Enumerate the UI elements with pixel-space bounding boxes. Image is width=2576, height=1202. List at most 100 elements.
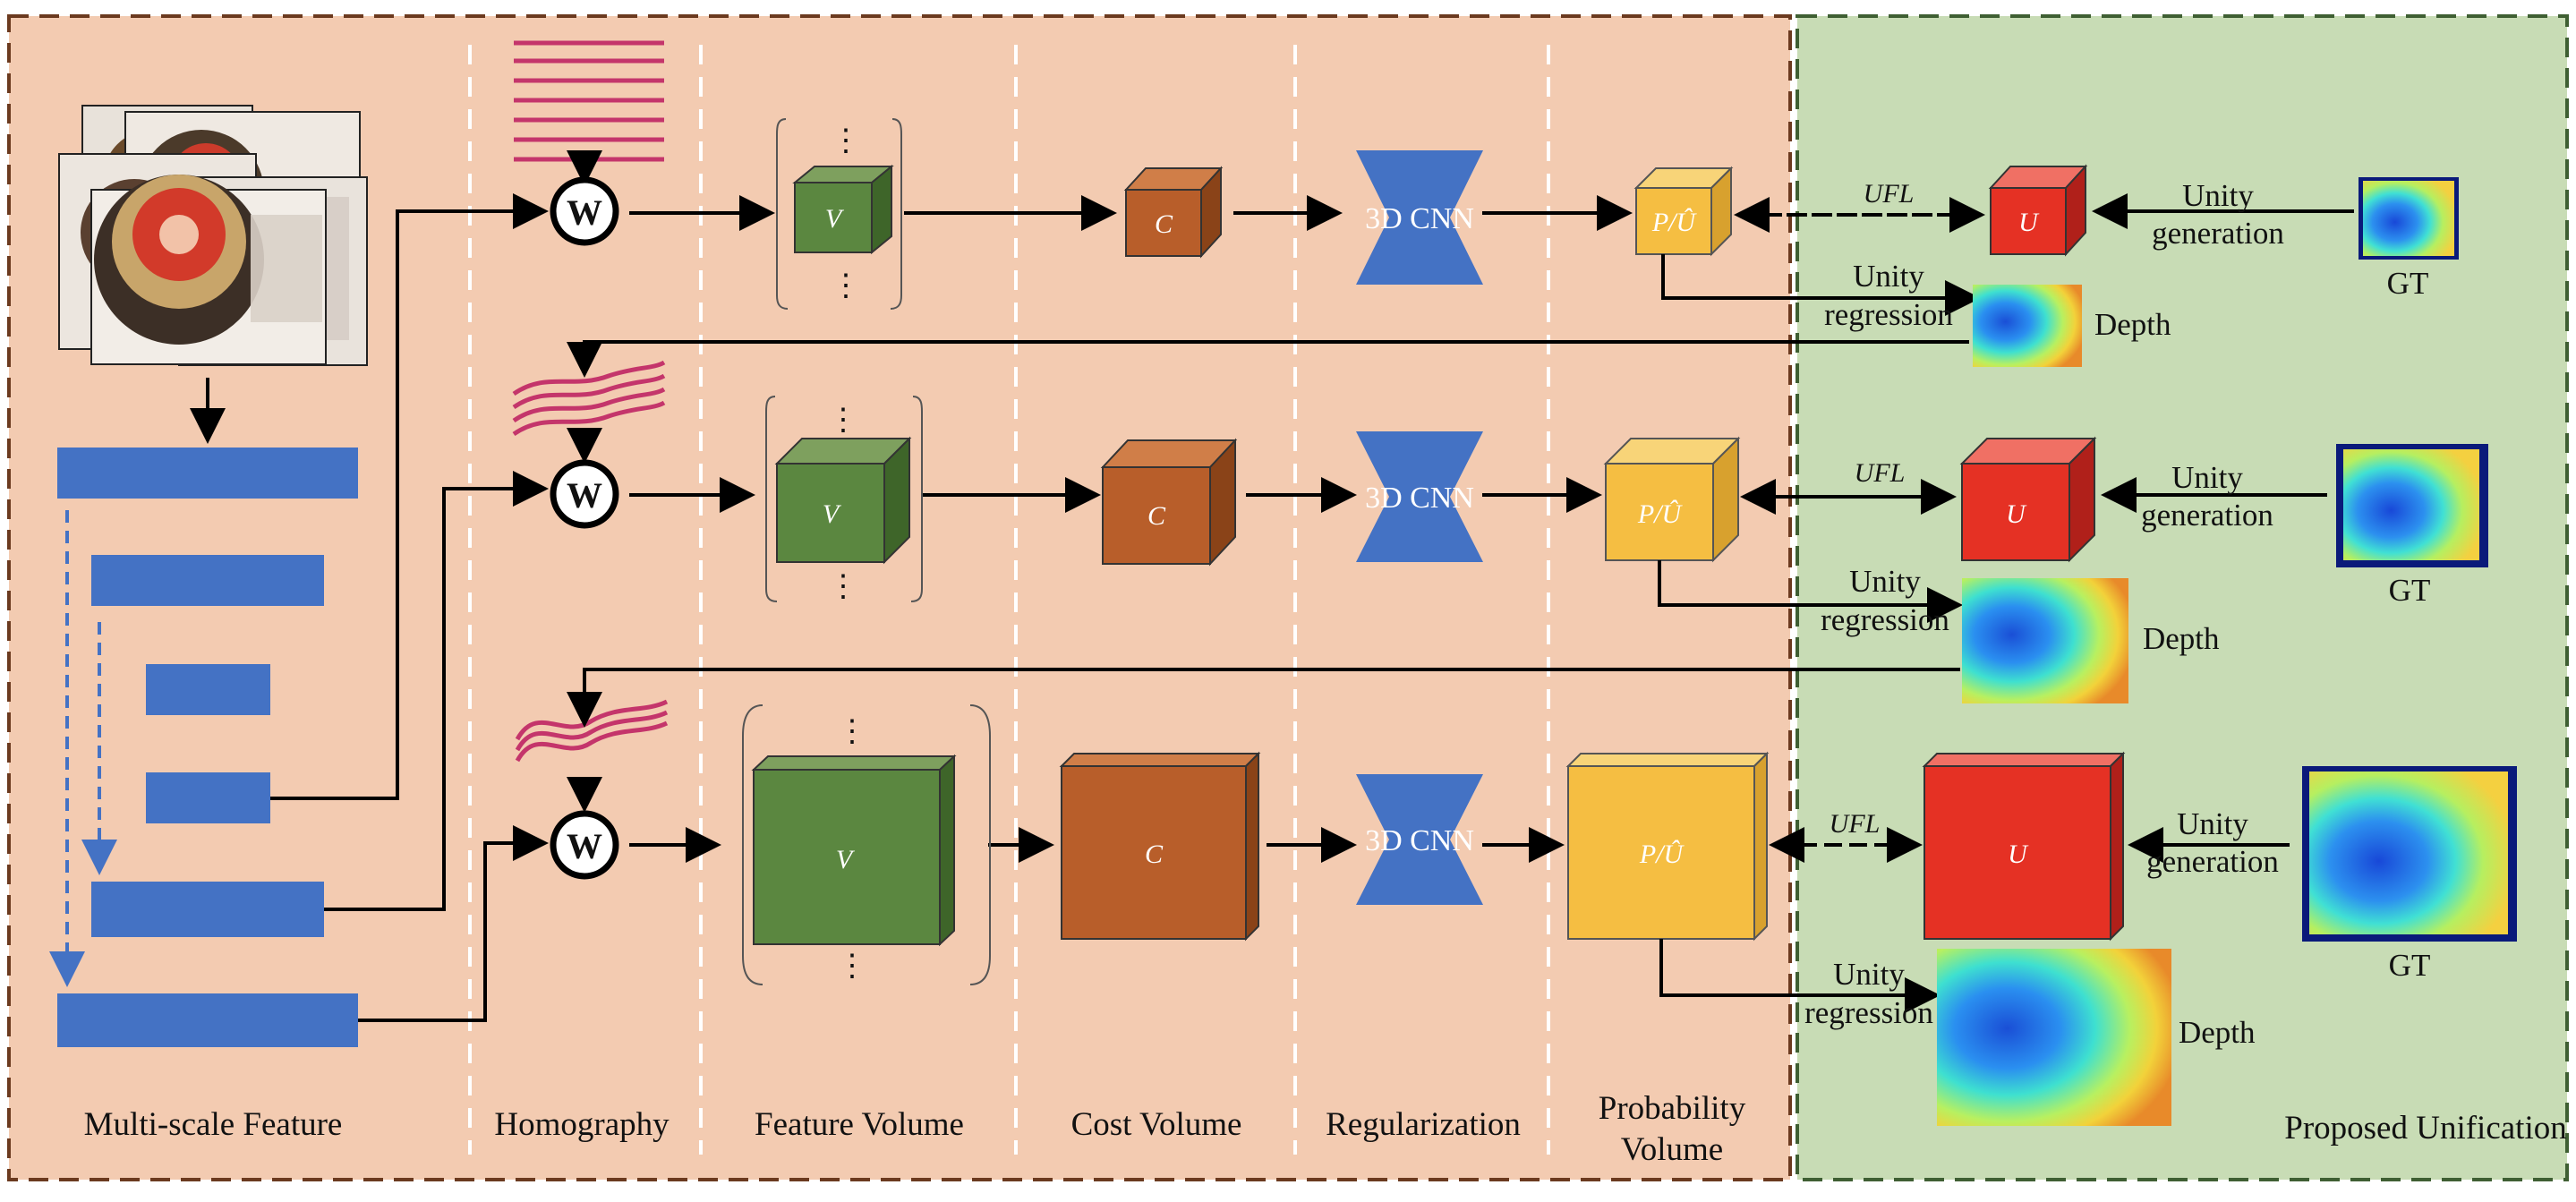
unity-volume-3: U — [1922, 751, 2126, 942]
feature-volume-3-dots-bottom: ⋮ — [837, 950, 867, 983]
cost-volume-2: C — [1100, 438, 1238, 567]
unity-regression-labels: Unity regression Unity regression Unity … — [1804, 259, 1953, 1030]
feature-volume-2-label: V — [823, 499, 842, 529]
depth-map-3-label: Depth — [2179, 1015, 2256, 1050]
warp-symbol-2: W — [567, 475, 602, 516]
feature-bar-level-2 — [91, 555, 324, 606]
stage-label-proposed-unification: Proposed Unification — [2284, 1110, 2566, 1147]
cost-volume-1-label: C — [1155, 209, 1173, 239]
feature-bar-level-1-out — [57, 993, 358, 1047]
stage-label-multi-scale-feature: Multi-scale Feature — [84, 1106, 343, 1143]
unity-generation-3-line2: generation — [2146, 844, 2279, 879]
feature-volume-3-label: V — [836, 845, 856, 874]
unity-volume-1-label: U — [2018, 208, 2040, 237]
regularizer-3: 3D CNN — [1356, 774, 1483, 905]
feature-volume-2-dots-bottom: ⋮ — [828, 570, 858, 603]
unity-generation-1-line1: Unity — [2182, 178, 2254, 213]
probability-volume-2-label: P/Û — [1637, 499, 1684, 529]
stage-label-probability-volume-line2: Volume — [1621, 1131, 1723, 1168]
feature-volume-1-dots-bottom: ⋮ — [831, 269, 861, 303]
ground-truth-3-label: GT — [2389, 948, 2431, 983]
unity-regression-2-line1: Unity — [1849, 564, 1921, 599]
unity-regression-arrows — [1658, 254, 1981, 1013]
unity-volume-1: U — [1988, 164, 2088, 257]
regularizer-2-label: 3D CNN — [1365, 482, 1474, 515]
ufl-label-2: UFL — [1855, 458, 1906, 488]
flow-arrows — [629, 195, 1633, 863]
stage-label-regularization: Regularization — [1326, 1106, 1521, 1143]
ground-truth-1-label: GT — [2387, 266, 2429, 301]
ground-truth-3: GT — [2302, 766, 2517, 983]
unity-regression-1-line2: regression — [1824, 297, 1953, 332]
cost-volume-2-label: C — [1147, 501, 1166, 531]
warp-symbol-3: W — [567, 826, 602, 866]
ground-truth-2: GT — [2336, 444, 2488, 608]
probability-volume-3: P/Û — [1565, 751, 1770, 942]
feature-volume-1-dots-top: ⋮ — [831, 124, 861, 158]
depth-map-3: Depth — [1937, 949, 2256, 1126]
unity-regression-3-line1: Unity — [1833, 957, 1905, 992]
feature-connections — [270, 193, 549, 1022]
unity-generation-2-line2: generation — [2141, 498, 2273, 533]
ufl-label-3: UFL — [1830, 809, 1881, 839]
unity-generation-labels: Unity generation Unity generation Unity … — [2141, 178, 2284, 879]
feature-volume-1-label: V — [825, 204, 845, 234]
unity-regression-1-line1: Unity — [1853, 259, 1924, 294]
stage-label-feature-volume: Feature Volume — [755, 1106, 964, 1143]
depth-map-1-label: Depth — [2094, 307, 2171, 342]
feature-volume-2-dots-top: ⋮ — [828, 404, 858, 437]
stage-dividers — [468, 45, 1550, 1155]
warp-operator-2: W — [550, 459, 619, 529]
regularizer-1: 3D CNN — [1356, 150, 1483, 285]
ground-truth-1: GT — [2358, 177, 2459, 301]
probability-volume-3-label: P/Û — [1639, 840, 1685, 869]
ground-truth-2-label: GT — [2389, 573, 2431, 608]
feature-volume-1: V ⋮ ⋮ — [776, 118, 902, 310]
unity-volume-2-label: U — [2006, 499, 2027, 529]
feature-bar-level-2-out — [91, 882, 324, 937]
stage-labels: Multi-scale Feature Homography Feature V… — [84, 1090, 2567, 1168]
depth-map-2: Depth — [1962, 578, 2220, 703]
ufl-links — [1734, 197, 1985, 863]
feature-bar-level-3-out — [146, 772, 270, 823]
stage-label-cost-volume: Cost Volume — [1071, 1106, 1242, 1143]
regularizer-3-label: 3D CNN — [1365, 824, 1474, 857]
probability-volume-1: P/Û — [1633, 166, 1734, 257]
homography-planes-stage-2 — [512, 360, 666, 437]
cost-volume-3: C — [1059, 751, 1261, 942]
cost-volume-1: C — [1123, 166, 1224, 259]
warp-operator-3: W — [550, 810, 619, 880]
feature-volume-3-dots-top: ⋮ — [837, 715, 867, 748]
input-images — [58, 105, 368, 366]
input-image-main — [90, 175, 327, 365]
feature-bar-level-3 — [146, 664, 270, 715]
depth-feedback-arrows — [567, 340, 1969, 728]
unity-generation-2-line1: Unity — [2171, 460, 2243, 495]
warp-operator-1: W — [550, 176, 619, 246]
unity-regression-3-line2: regression — [1804, 995, 1933, 1030]
depth-map-2-label: Depth — [2143, 621, 2220, 656]
unity-volume-3-label: U — [2008, 840, 2029, 869]
unity-regression-2-line2: regression — [1821, 602, 1949, 637]
feature-bar-level-1 — [57, 448, 358, 499]
unity-generation-3-line1: Unity — [2177, 806, 2248, 841]
regularizer-1-label: 3D CNN — [1365, 202, 1474, 235]
unity-generation-1-line2: generation — [2152, 216, 2284, 251]
warp-symbol-1: W — [567, 192, 602, 233]
ufl-label-1: UFL — [1864, 179, 1915, 209]
unity-volume-2: U — [1959, 436, 2097, 563]
feature-volume-3: V ⋮ ⋮ — [742, 704, 991, 985]
unity-generation-arrows — [2092, 193, 2354, 863]
homography-planes-stage-1 — [514, 40, 664, 162]
feature-volume-2: V ⋮ ⋮ — [765, 396, 923, 603]
feature-pyramid — [49, 448, 358, 1047]
probability-volume-2: P/Û — [1603, 436, 1741, 563]
depth-map-1: Depth — [1973, 285, 2171, 367]
probability-volume-1-label: P/Û — [1651, 208, 1698, 237]
cost-volume-3-label: C — [1145, 840, 1164, 869]
regularizer-2: 3D CNN — [1356, 431, 1483, 562]
stage-label-probability-volume-line1: Probability — [1599, 1090, 1746, 1127]
stage-label-homography: Homography — [494, 1106, 670, 1143]
